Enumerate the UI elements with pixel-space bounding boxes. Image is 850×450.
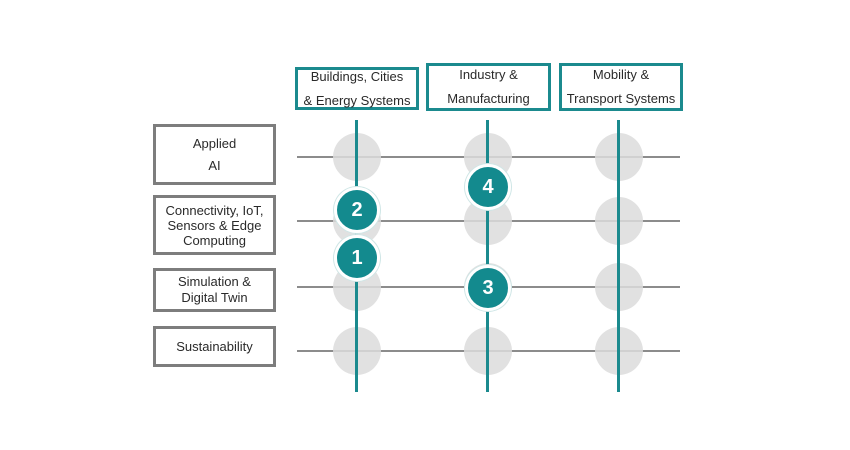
row-header-applied-ai: Applied AI [153, 124, 276, 185]
row-header-connectivity: Connectivity, IoT, Sensors & Edge Comput… [153, 195, 276, 255]
column-header-label: Industry & Manufacturing [447, 67, 530, 106]
row-header-label: Sustainability [176, 339, 253, 354]
marker-number: 1 [351, 246, 363, 269]
column-header-label: Mobility & Transport Systems [566, 67, 676, 106]
marker-number: 3 [482, 276, 494, 299]
column-header-label: Buildings, Cities & Energy Systems [303, 68, 411, 108]
column-header-mobility: Mobility & Transport Systems [559, 63, 683, 111]
row-header-sustainability: Sustainability [153, 326, 276, 367]
marker-4: 4 [465, 164, 511, 210]
marker-number: 4 [482, 175, 494, 198]
column-header-industry: Industry & Manufacturing [426, 63, 551, 111]
row-header-label: Connectivity, IoT, Sensors & Edge Comput… [165, 202, 264, 248]
row-header-simulation: Simulation & Digital Twin [153, 268, 276, 312]
marker-3: 3 [465, 265, 511, 311]
column-line-industry [486, 120, 489, 392]
marker-2: 2 [334, 187, 380, 233]
row-header-label: Applied AI [192, 135, 237, 173]
column-line-mobility [617, 120, 620, 392]
marker-1: 1 [334, 235, 380, 281]
row-header-label: Simulation & Digital Twin [178, 274, 251, 305]
column-header-buildings: Buildings, Cities & Energy Systems [295, 67, 419, 110]
marker-number: 2 [351, 198, 363, 221]
